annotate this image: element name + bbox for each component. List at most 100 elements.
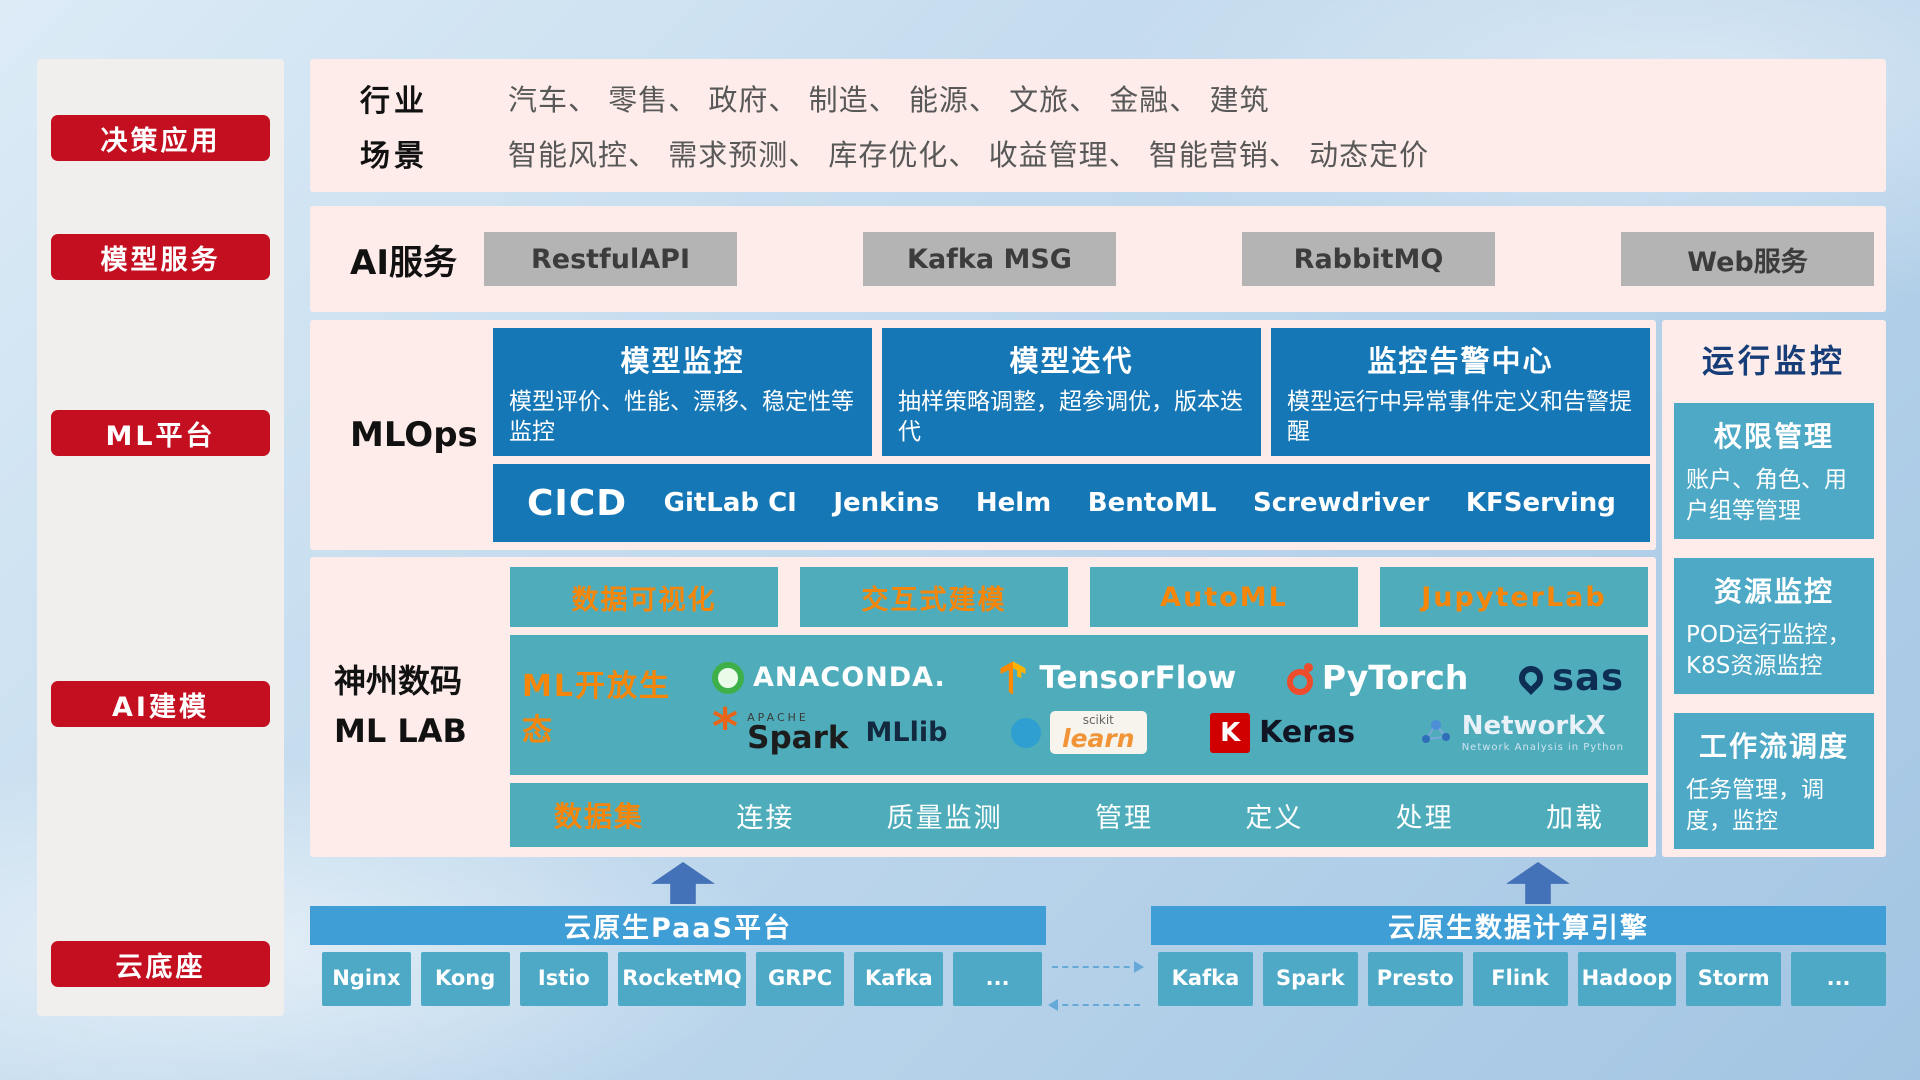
automl-button[interactable]: AutoML xyxy=(1090,567,1358,627)
scene-label: 场景 xyxy=(360,139,428,174)
mllab-panel: 神州数码 ML LAB 数据可视化 交互式建模 AutoML JupyterLa… xyxy=(310,557,1656,857)
keras-icon: K xyxy=(1210,712,1251,753)
dataset-item-process: 处理 xyxy=(1395,802,1454,834)
spark-chip[interactable]: Spark xyxy=(1262,952,1358,1006)
sidebar-item-cloud-base[interactable]: 云底座 xyxy=(51,941,270,987)
kafka-chip[interactable]: Kafka xyxy=(1158,952,1253,1006)
card-desc: 抽样策略调整，超参调优，版本迭代 xyxy=(898,389,1243,446)
sidebar-item-ml-platform[interactable]: ML平台 xyxy=(51,410,270,456)
storm-chip[interactable]: Storm xyxy=(1686,952,1782,1006)
dataset-item-define: 定义 xyxy=(1245,802,1304,834)
permission-management-card: 权限管理 账户、角色、用户组等管理 xyxy=(1674,403,1874,540)
sidebar-item-decision-app[interactable]: 决策应用 xyxy=(51,115,270,161)
ml-ecosystem-label: ML开放生态 xyxy=(522,669,671,748)
industry-list: 汽车、 零售、 政府、 制造、 能源、 文旅、 金融、 建筑 xyxy=(508,83,1270,117)
card-desc: 模型运行中异常事件定义和告警提醒 xyxy=(1287,389,1632,446)
presto-chip[interactable]: Presto xyxy=(1367,952,1463,1006)
cicd-item-helm: Helm xyxy=(975,488,1052,518)
card-desc: 模型评价、性能、漂移、稳定性等监控 xyxy=(509,389,854,446)
rabbitmq-button[interactable]: RabbitMQ xyxy=(1242,232,1495,286)
ecosystem-logo-row-1: ANACONDA. TensorFlow PyTorch xyxy=(712,656,1624,699)
anaconda-wordmark: ANACONDA. xyxy=(753,662,946,693)
sidebar-item-model-service[interactable]: 模型服务 xyxy=(51,234,270,280)
interactive-modeling-button[interactable]: 交互式建模 xyxy=(800,567,1068,627)
card-desc: 账户、角色、用户组等管理 xyxy=(1686,467,1847,525)
restful-api-button[interactable]: RestfulAPI xyxy=(484,232,737,286)
networkx-icon xyxy=(1421,720,1450,744)
dashed-arrow-right xyxy=(1052,961,1144,973)
mlops-content: 模型监控 模型评价、性能、漂移、稳定性等监控 模型迭代 抽样策略调整，超参调优，… xyxy=(493,328,1650,542)
keras-logo: K Keras xyxy=(1210,712,1356,753)
paas-platform-header: 云原生PaaS平台 xyxy=(310,906,1046,945)
ai-service-buttons: RestfulAPI Kafka MSG RabbitMQ Web服务 xyxy=(484,232,1874,286)
cicd-label: CICD xyxy=(527,482,628,524)
rocketmq-chip[interactable]: RocketMQ xyxy=(618,952,746,1006)
kafka-chip[interactable]: Kafka xyxy=(854,952,944,1006)
more-chip[interactable]: ... xyxy=(1791,952,1887,1006)
keras-wordmark: Keras xyxy=(1259,715,1356,750)
dataset-bar: 数据集 连接 质量监测 管理 定义 处理 加载 xyxy=(510,783,1648,847)
data-engine-chips: Kafka Spark Presto Flink Hadoop Storm ..… xyxy=(1158,952,1887,1006)
tensorflow-icon xyxy=(1000,660,1026,695)
cicd-item-screwdriver: Screwdriver xyxy=(1252,488,1430,518)
ecosystem-logo-row-2: APACHE Spark MLlib scikit learn xyxy=(712,711,1624,754)
flink-chip[interactable]: Flink xyxy=(1472,952,1568,1006)
scikit-learn-icon xyxy=(1011,717,1042,748)
mllab-title-line1: 神州数码 xyxy=(334,662,463,701)
kong-chip[interactable]: Kong xyxy=(420,952,510,1006)
card-title: 模型监控 xyxy=(620,344,745,378)
sas-icon xyxy=(1513,660,1548,695)
cicd-item-jenkins: Jenkins xyxy=(833,488,940,518)
card-title: 监控告警中心 xyxy=(1367,344,1554,378)
dashed-arrow-left xyxy=(1048,999,1140,1011)
grpc-chip[interactable]: GRPC xyxy=(755,952,845,1006)
pytorch-icon xyxy=(1286,662,1313,695)
web-service-button[interactable]: Web服务 xyxy=(1621,232,1874,286)
mlops-label: MLOps xyxy=(350,415,478,455)
scikit-label: scikit xyxy=(1082,713,1114,727)
jupyterlab-button[interactable]: JupyterLab xyxy=(1380,567,1648,627)
ecosystem-logos: ANACONDA. TensorFlow PyTorch xyxy=(712,656,1624,754)
ml-ecosystem-band: ML开放生态 ANACONDA. TensorFlow xyxy=(510,635,1648,775)
tensorflow-logo: TensorFlow xyxy=(996,660,1236,696)
left-sidebar: 决策应用 模型服务 ML平台 AI建模 云底座 xyxy=(37,59,284,1016)
cicd-item-kfserving: KFServing xyxy=(1465,488,1616,518)
sidebar-item-ai-modeling[interactable]: AI建模 xyxy=(51,681,270,727)
networkx-logo: NetworkX Network Analysis in Python xyxy=(1419,711,1624,753)
pytorch-wordmark: PyTorch xyxy=(1321,658,1469,697)
dataset-item-connect: 连接 xyxy=(736,802,795,834)
mllab-title: 神州数码 ML LAB xyxy=(326,657,504,756)
runtime-monitor-panel: 运行监控 权限管理 账户、角色、用户组等管理 资源监控 POD运行监控，K8S资… xyxy=(1662,320,1886,857)
dataset-label: 数据集 xyxy=(554,800,645,833)
mllib-label: MLlib xyxy=(865,717,948,748)
scikit-learn-logo: scikit learn xyxy=(1011,711,1147,754)
hadoop-chip[interactable]: Hadoop xyxy=(1577,952,1677,1006)
nginx-chip[interactable]: Nginx xyxy=(322,952,411,1006)
industry-row: 行业 汽车、 零售、 政府、 制造、 能源、 文旅、 金融、 建筑 xyxy=(360,76,1876,120)
mlops-panel: MLOps 模型监控 模型评价、性能、漂移、稳定性等监控 模型迭代 抽样策略调整… xyxy=(310,320,1656,550)
industry-label: 行业 xyxy=(360,84,428,119)
kafka-msg-button[interactable]: Kafka MSG xyxy=(863,232,1116,286)
industry-scene-panel: 行业 汽车、 零售、 政府、 制造、 能源、 文旅、 金融、 建筑 场景 智能风… xyxy=(310,59,1886,192)
up-arrow-left xyxy=(651,862,715,904)
mllab-title-line2: ML LAB xyxy=(334,712,467,750)
more-chip[interactable]: ... xyxy=(953,952,1042,1006)
card-title: 工作流调度 xyxy=(1698,730,1849,764)
spark-mllib-logo: APACHE Spark MLlib xyxy=(712,712,947,754)
istio-chip[interactable]: Istio xyxy=(519,952,609,1006)
spark-text: Spark xyxy=(747,719,849,756)
card-desc: 任务管理，调度，监控 xyxy=(1686,777,1824,835)
data-visualization-button[interactable]: 数据可视化 xyxy=(510,567,778,627)
model-iteration-card: 模型迭代 抽样策略调整，超参调优，版本迭代 xyxy=(882,328,1261,456)
cicd-bar: CICD GitLab CI Jenkins Helm BentoML Scre… xyxy=(493,464,1650,542)
resource-monitoring-card: 资源监控 POD运行监控，K8S资源监控 xyxy=(1674,558,1874,695)
data-engine-header: 云原生数据计算引擎 xyxy=(1151,906,1886,945)
networkx-wordmark: NetworkX Network Analysis in Python xyxy=(1462,711,1624,753)
cicd-item-bentoml: BentoML xyxy=(1087,488,1217,518)
card-desc: POD运行监控，K8S资源监控 xyxy=(1686,622,1851,680)
cicd-item-gitlab-ci: GitLab CI xyxy=(663,488,797,518)
dataset-item-quality: 质量监测 xyxy=(886,802,1003,834)
dataset-item-manage: 管理 xyxy=(1095,802,1153,834)
model-monitoring-card: 模型监控 模型评价、性能、漂移、稳定性等监控 xyxy=(493,328,872,456)
scene-list: 智能风控、 需求预测、 库存优化、 收益管理、 智能营销、 动态定价 xyxy=(508,138,1430,172)
